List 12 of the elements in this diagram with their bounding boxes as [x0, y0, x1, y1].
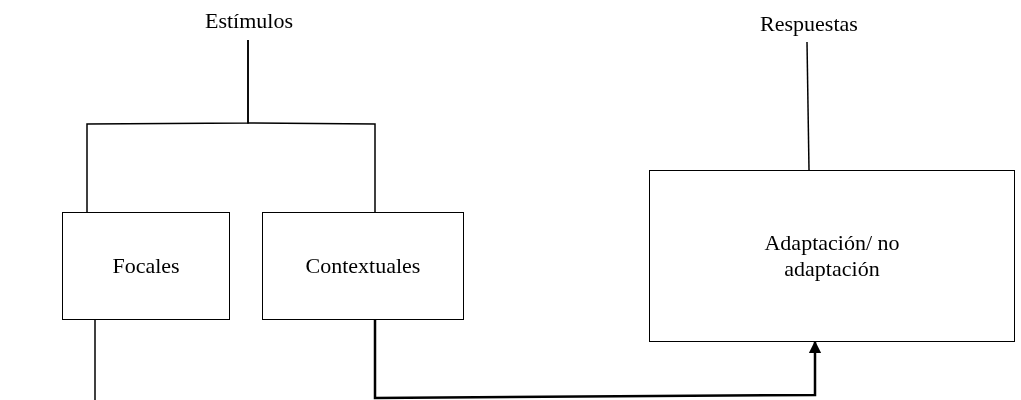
process-box — [262, 212, 464, 320]
arrow — [373, 320, 822, 400]
process-box — [62, 212, 230, 320]
box-label: Focales — [112, 253, 180, 279]
box-label: Adaptación/ no adaptación — [763, 230, 901, 282]
connector-line — [94, 319, 96, 400]
box-label: Contextuales — [305, 253, 421, 279]
heading-label: Respuestas — [760, 11, 858, 37]
heading-label: Estímulos — [205, 8, 293, 34]
connector-line — [247, 39, 376, 213]
process-box — [649, 170, 1015, 342]
connector-line — [806, 41, 810, 171]
